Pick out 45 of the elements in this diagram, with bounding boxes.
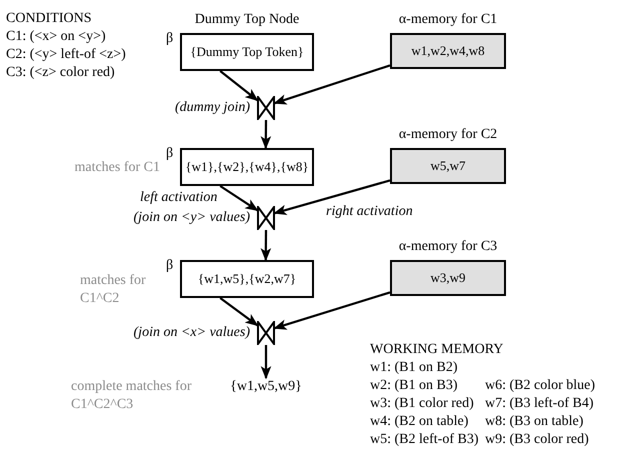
section-heading: WORKING MEMORY bbox=[370, 341, 504, 359]
arrow bbox=[273, 291, 390, 330]
list-item: C1: (<x> on <y>) bbox=[6, 28, 106, 46]
list-item: w4: (B2 on table) bbox=[370, 413, 468, 431]
list-item: C3: (<z> color red) bbox=[6, 64, 115, 82]
arrow bbox=[273, 179, 390, 216]
arrow bbox=[260, 230, 272, 262]
beta-symbol: β bbox=[166, 145, 174, 163]
node-caption: matches for C1 bbox=[73, 159, 160, 177]
arrow bbox=[220, 185, 258, 212]
arrow bbox=[220, 297, 258, 326]
token-list: {Dummy Top Token} bbox=[190, 44, 304, 60]
list-item: w3: (B1 color red) bbox=[370, 395, 474, 413]
list-item: w1: (B1 on B2) bbox=[370, 359, 458, 377]
beta-symbol: β bbox=[166, 257, 174, 275]
arrow bbox=[260, 345, 272, 380]
edge-label: right activation bbox=[326, 203, 413, 221]
join-caption: (dummy join) bbox=[174, 99, 250, 117]
token-list: {w1,w5},{w2,w7} bbox=[198, 271, 296, 287]
list-item: w8: (B3 on table) bbox=[485, 413, 584, 431]
arrow bbox=[273, 64, 390, 105]
memory-heading: α-memory for C2 bbox=[398, 126, 498, 144]
join-caption: (join on <y> values) bbox=[132, 209, 250, 227]
edge-label: left activation bbox=[140, 189, 218, 207]
wme-list: w3,w9 bbox=[430, 270, 466, 286]
memory-heading: α-memory for C1 bbox=[398, 11, 498, 29]
list-item: w2: (B1 on B3) bbox=[370, 377, 458, 395]
wme-list: w5,w7 bbox=[430, 158, 466, 174]
arrow bbox=[220, 70, 258, 102]
arrow bbox=[260, 120, 272, 150]
section-heading: CONDITIONS bbox=[6, 10, 92, 28]
token-list: {w1},{w2},{w4},{w8} bbox=[185, 159, 309, 175]
beta-symbol: β bbox=[166, 30, 174, 48]
list-item: w9: (B3 color red) bbox=[485, 431, 589, 449]
list-item: w6: (B2 color blue) bbox=[485, 377, 596, 395]
memory-heading: α-memory for C3 bbox=[398, 238, 498, 256]
list-item: w5: (B2 left-of B3) bbox=[370, 431, 478, 449]
node-caption: complete matches for C1^C2^C3 bbox=[71, 378, 193, 414]
memory-heading: Dummy Top Node bbox=[194, 11, 300, 29]
wme-list: w1,w2,w4,w8 bbox=[411, 43, 485, 59]
join-caption: (join on <x> values) bbox=[132, 324, 250, 342]
list-item: C2: (<y> left-of <z>) bbox=[6, 46, 126, 64]
list-item: w7: (B3 left-of B4) bbox=[485, 395, 594, 413]
token-list: {w1,w5,w9} bbox=[230, 378, 302, 396]
node-caption: matches for C1^C2 bbox=[80, 272, 147, 308]
